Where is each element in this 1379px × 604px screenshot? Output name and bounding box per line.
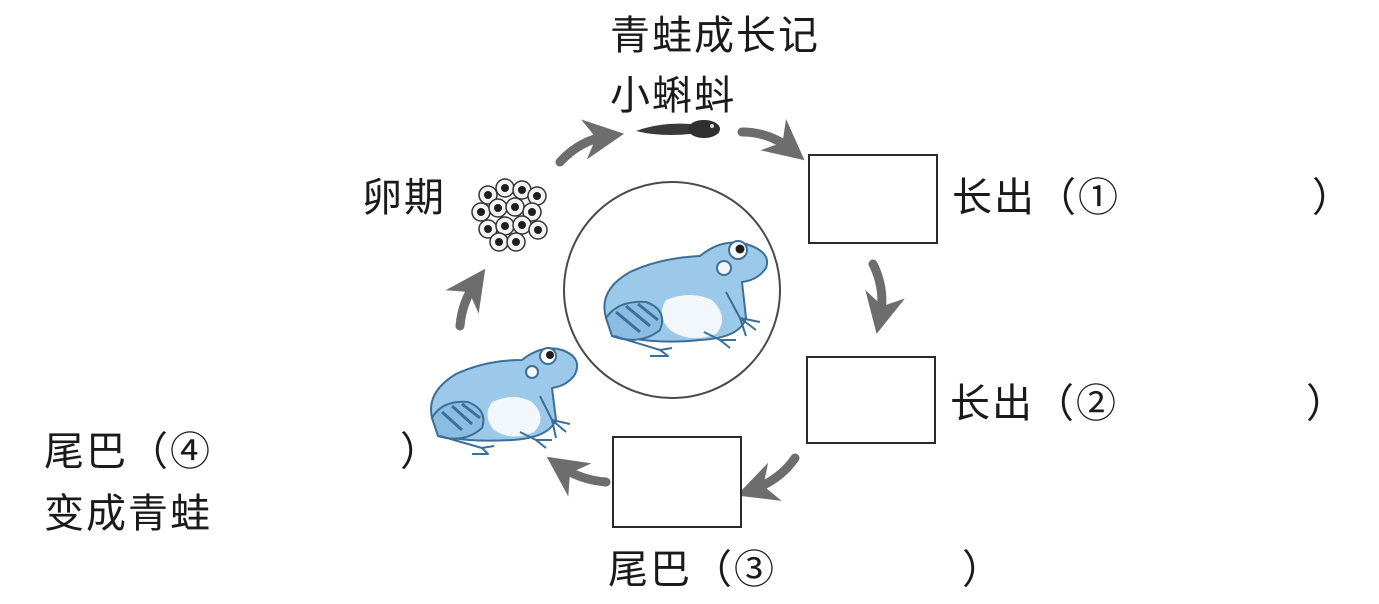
label-grow-2-text: 长出 [950, 381, 1034, 427]
label-becomes-frog: 变成青蛙 [44, 491, 212, 537]
label-tail-3: 尾巴（③ [608, 547, 776, 593]
page-title: 青蛙成长记 [610, 13, 820, 59]
label-tail-4: 尾巴（④ [44, 429, 212, 475]
label-grow-2: 长出（② [950, 381, 1118, 427]
close-paren-3: ） [962, 547, 1002, 593]
blank-marker-4: ④ [170, 429, 212, 475]
blank-marker-3: ③ [734, 547, 776, 593]
egg-cluster-icon [471, 178, 548, 252]
answer-box-2[interactable] [806, 356, 936, 444]
blank-marker-1: ① [1078, 175, 1120, 221]
label-egg-stage: 卵期 [362, 175, 446, 221]
label-tadpole: 小蝌蚪 [610, 73, 736, 119]
frog-icon [603, 240, 768, 357]
label-tail-4-text: 尾巴 [44, 429, 128, 475]
close-paren-2: ） [1306, 381, 1346, 427]
label-tail-3-text: 尾巴 [608, 547, 692, 593]
answer-box-3[interactable] [612, 436, 742, 528]
close-paren-4: ） [400, 429, 440, 475]
tadpole-icon [636, 120, 720, 138]
label-grow-1-text: 长出 [952, 175, 1036, 221]
cycle-arrow-icon [445, 118, 905, 501]
label-grow-1: 长出（① [952, 175, 1120, 221]
close-paren-1: ） [1312, 175, 1352, 221]
blank-marker-2: ② [1076, 381, 1118, 427]
frog-icon [430, 347, 578, 455]
answer-box-1[interactable] [808, 154, 938, 244]
